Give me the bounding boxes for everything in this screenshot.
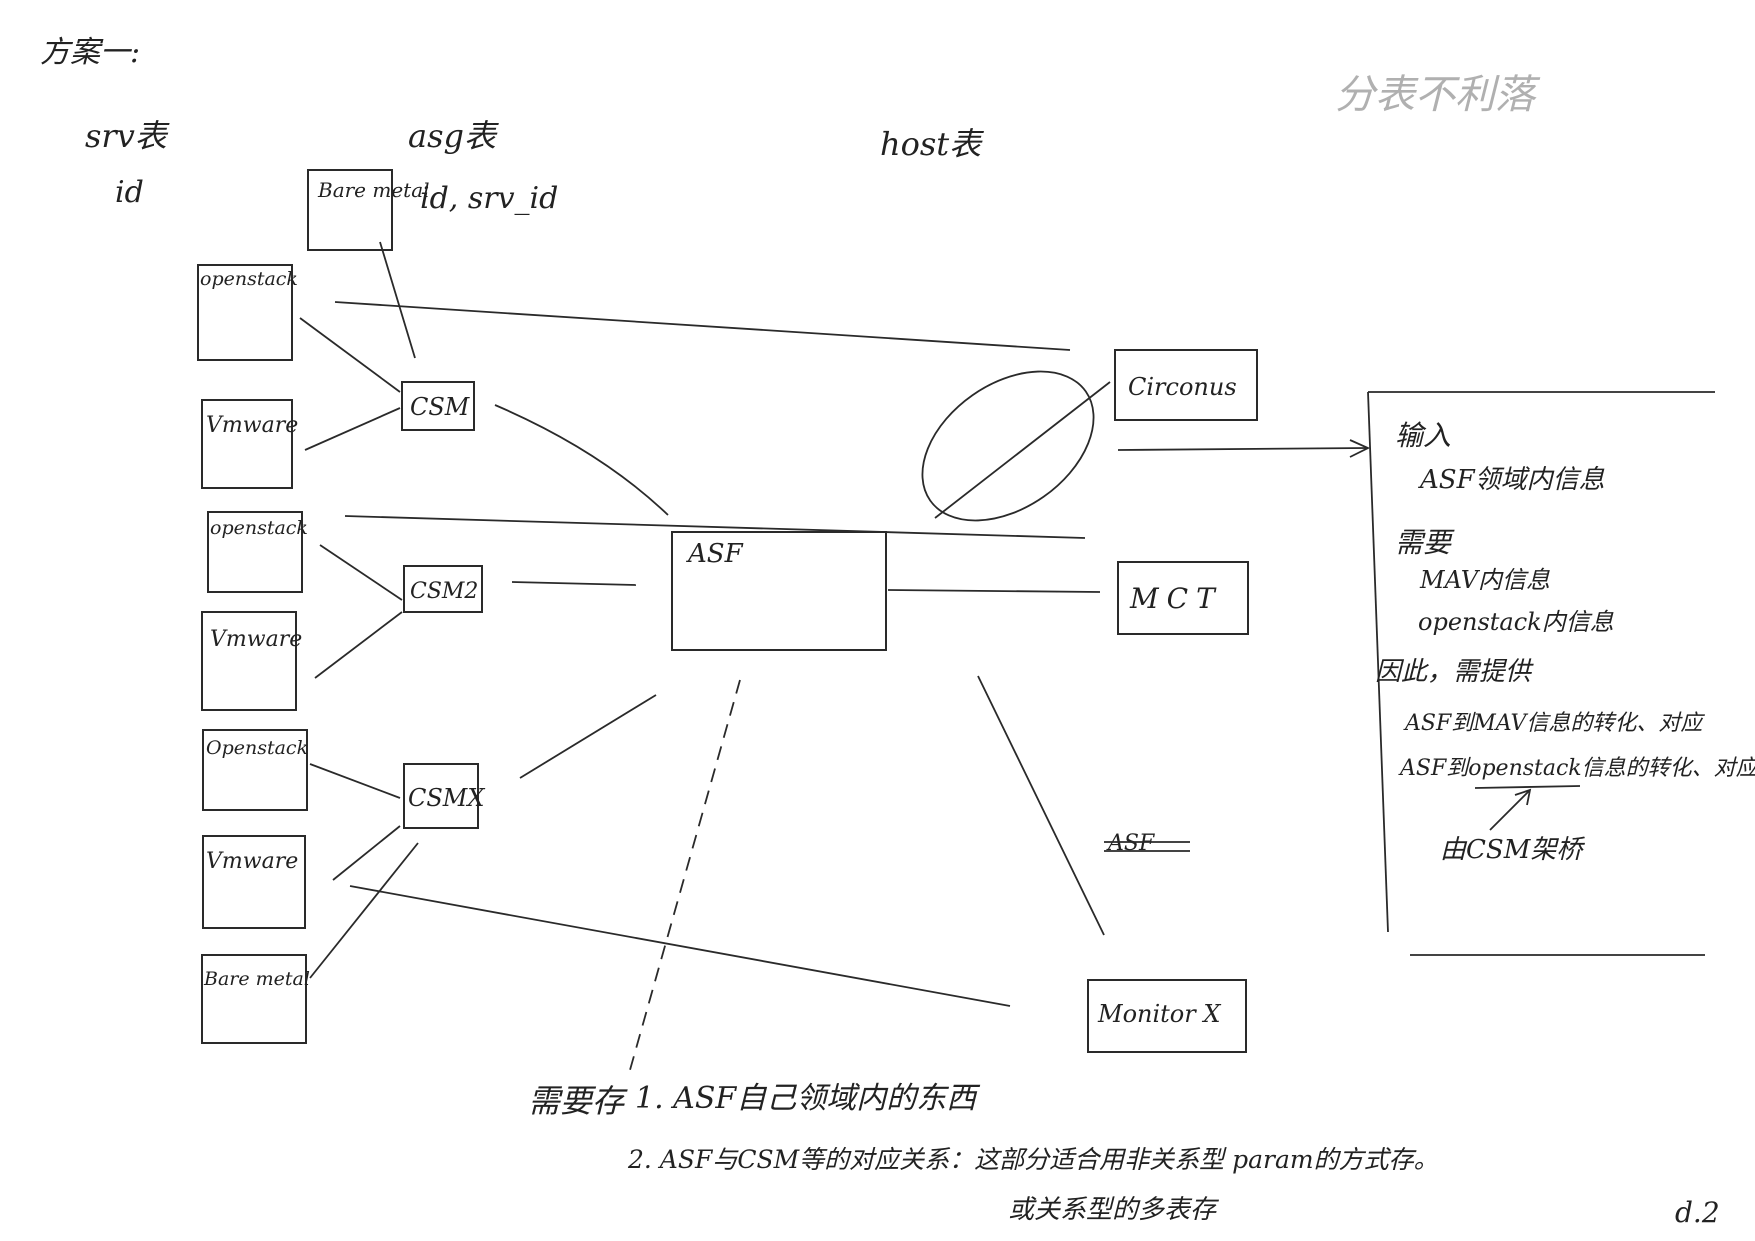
underline-openstack (1474, 785, 1581, 789)
node-csm2-label: CSM2 (410, 579, 478, 604)
line-asf-to-monitorx (977, 675, 1105, 936)
node-csm (401, 381, 475, 431)
notes-item-2-cont: 或关系型的多表存 (1008, 1195, 1220, 1225)
node-bare-metal-bottom (201, 954, 307, 1044)
node-openstack-1-label: openstack (200, 268, 298, 290)
node-bare-metal-bottom-label: Bare metal (203, 968, 310, 990)
panel-need-2: openstack内信息 (1418, 608, 1614, 636)
line-vmware3-to-csmx (332, 825, 401, 881)
node-bare-metal-top (307, 169, 393, 251)
node-csm2 (403, 565, 483, 613)
line-asf-to-circonus (934, 381, 1111, 519)
page-title: 方案一: (40, 35, 140, 70)
node-vmware-2 (201, 611, 297, 711)
line-openstack-to-circonus (334, 301, 1071, 351)
node-bare-metal-top-label: Bare metal (317, 178, 430, 202)
line-openstack2-to-csm2 (319, 544, 403, 601)
bridge-arrow-head (1514, 788, 1532, 806)
notes-prefix: 需要存 (528, 1082, 628, 1120)
line-vmware2-to-csm2 (314, 611, 403, 679)
line-vmware3-to-monitorx (349, 885, 1011, 1007)
node-vmware-3 (202, 835, 306, 929)
node-openstack-1 (197, 264, 293, 361)
bottom-notes: 需要存 1. ASF自己领域内的东西 2. ASF与CSM等的对应关系：这部分适… (528, 1081, 1439, 1225)
asg-table-label: asg表 (408, 117, 499, 155)
node-openstack-3 (202, 729, 308, 811)
srv-table-label: srv表 (85, 117, 170, 155)
line-baremetal-to-csmx (309, 842, 419, 979)
node-asf-label: ASF (686, 539, 744, 569)
node-openstack-3-label: Openstack (206, 737, 308, 759)
panel-input-text: ASF领域内信息 (1418, 465, 1605, 495)
node-csm-label: CSM (410, 393, 471, 421)
panel-left-border (1367, 391, 1389, 933)
node-circonus-label: Circonus (1128, 373, 1237, 401)
node-openstack-2-label: openstack (210, 517, 308, 539)
node-vmware-3-label: Vmware (206, 849, 298, 874)
line-openstack2-to-mct (344, 515, 1086, 539)
panel-provide-2: ASF到openstack信息的转化、对应 (1398, 756, 1755, 781)
line-openstack1-to-csm (299, 317, 401, 393)
node-openstack-2 (207, 511, 303, 593)
arrow-circonus-to-panel (1117, 447, 1369, 451)
panel-need-1: MAV内信息 (1419, 566, 1550, 594)
line-csm2-to-asf (511, 581, 637, 586)
node-mct (1117, 561, 1249, 635)
page-number: d.2 (1675, 1196, 1720, 1229)
corner-note: 分表不利落 (1335, 72, 1541, 118)
panel-therefore-label: 因此，需提供 (1375, 657, 1534, 687)
node-vmware-2-label: Vmware (210, 627, 302, 652)
host-table-label: host表 (880, 125, 984, 163)
node-vmware-1 (201, 399, 293, 489)
node-csmx-label: CSMX (408, 784, 485, 812)
node-asf (671, 531, 887, 651)
notes-item-1: 1. ASF自己领域内的东西 (635, 1081, 980, 1116)
asg-nodes: CSM CSM2 CSMX (401, 381, 485, 829)
line-baremetal-to-csm (379, 241, 416, 359)
bridge-arrow (1489, 789, 1531, 831)
line-csm-to-asf (494, 404, 669, 516)
node-circonus (1114, 349, 1258, 421)
srv-nodes: Bare metal openstack Vmware openstack Vm… (197, 169, 430, 1044)
line-csmx-to-asf (519, 694, 657, 779)
arrow-head (1349, 439, 1371, 458)
node-monitorx (1087, 979, 1247, 1053)
panel-provide-1: ASF到MAV信息的转化、对应 (1403, 711, 1705, 736)
line-vmware1-to-csm (304, 407, 401, 451)
highlight-ellipse (921, 370, 1095, 522)
srv-table-fields: id (115, 175, 144, 210)
panel-bridge-note: 由CSM架桥 (1440, 835, 1585, 865)
notes-item-2: 2. ASF与CSM等的对应关系：这部分适合用非关系型 param的方式存。 (627, 1145, 1439, 1174)
line-openstack3-to-csmx (309, 763, 401, 799)
node-monitorx-label: Monitor X (1097, 1000, 1221, 1028)
panel-need-label: 需要 (1395, 526, 1455, 559)
host-nodes: Circonus MCT ASF Monitor X (1087, 349, 1258, 1053)
node-vmware-1-label: Vmware (206, 413, 298, 438)
dashed-divider (629, 679, 741, 1071)
connection-lines (299, 241, 1371, 1071)
asg-table-fields: id, srv_id (420, 181, 558, 216)
panel-input-label: 输入 (1395, 419, 1451, 452)
struck-node-label: ASF (1106, 831, 1155, 856)
node-mct-label: MCT (1129, 582, 1223, 615)
side-panel: 输入 ASF领域内信息 需要 MAV内信息 openstack内信息 因此，需提… (1367, 391, 1755, 956)
line-asf-to-mct (887, 589, 1101, 593)
node-csmx (403, 763, 479, 829)
